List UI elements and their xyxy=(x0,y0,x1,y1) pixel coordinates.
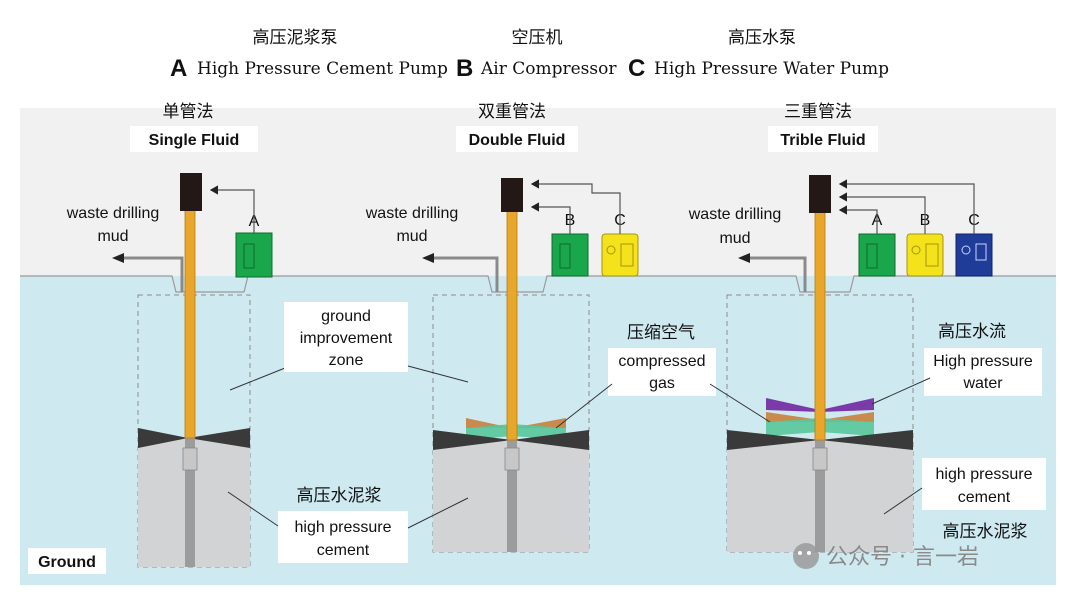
triple-rod-lower xyxy=(815,440,825,552)
wechat-logo-eye-right xyxy=(807,551,811,555)
pump-b-letter: B xyxy=(456,55,473,82)
triple-waste-label-2: mud xyxy=(719,230,750,247)
ground-zone-label-3: zone xyxy=(329,352,364,369)
triple-pump-a-door xyxy=(866,243,878,269)
single-rod-lower xyxy=(185,438,195,567)
triple-pump-b-gauge-icon xyxy=(911,245,921,255)
double-hose-b xyxy=(530,202,571,234)
triple-pump-b-panel xyxy=(925,243,939,267)
double-drill-rod xyxy=(506,204,518,441)
double-rod-lower xyxy=(507,440,517,552)
hp-cement-mid-en-2: cement xyxy=(317,542,370,559)
triple-fluid-panel: A B C waste drilling mud xyxy=(688,175,993,553)
hp-cement-right-callout xyxy=(922,458,1046,510)
single-waste-pipe xyxy=(122,256,184,292)
single-waste-arrow-icon xyxy=(112,253,124,263)
cement-leader-left xyxy=(227,491,279,527)
gas-leader-right xyxy=(709,383,771,423)
wechat-logo-eye-left xyxy=(798,551,802,555)
double-pump-c-gauge-icon xyxy=(606,245,616,255)
compressed-gas-en-1: compressed xyxy=(618,353,705,370)
pump-c-letter: C xyxy=(628,55,645,82)
gas-leader-left xyxy=(555,383,613,429)
triple-hose-a xyxy=(838,205,878,234)
double-method-zh: 双重管法 xyxy=(478,102,546,122)
single-pump-a-door xyxy=(243,243,255,269)
pump-b-en: Air Compressor xyxy=(480,59,617,79)
triple-waste-pipe xyxy=(748,256,807,292)
double-fluid-panel: B C waste drilling mud xyxy=(365,178,639,553)
ground-zone-label-1: ground xyxy=(321,308,371,325)
hp-cement-mid-en-1: high pressure xyxy=(295,519,392,536)
triple-rig-head xyxy=(809,175,831,213)
double-method-en: Double Fluid xyxy=(469,132,566,149)
equipment-legend: 高压泥浆泵 空压机 高压水泵 A High Pressure Cement Pu… xyxy=(170,28,889,82)
double-hose-c xyxy=(530,179,621,234)
double-waste-pipe xyxy=(432,256,499,292)
triple-method-zh: 三重管法 xyxy=(784,102,852,122)
single-rig-head xyxy=(180,173,202,211)
triple-gas-jet-top xyxy=(766,412,874,422)
single-waste-label-2: mud xyxy=(97,228,128,245)
ground-zone-label-2: improvement xyxy=(300,330,393,347)
double-method-label-box xyxy=(456,126,578,152)
watermark-text: 公众号 · 言一岩 xyxy=(826,545,979,570)
triple-waste-arrow-icon xyxy=(738,253,750,263)
triple-pump-c xyxy=(955,233,993,277)
cement-leader-right-panel xyxy=(883,487,923,515)
single-nozzle xyxy=(182,447,198,471)
triple-hose-c xyxy=(838,179,975,234)
double-gas-jet-top xyxy=(466,418,566,428)
triple-method-label-box xyxy=(768,126,878,152)
compressed-gas-zh: 压缩空气 xyxy=(627,323,695,343)
single-fluid-panel: A waste drilling mud xyxy=(66,173,273,568)
single-waste-label-1: waste drilling xyxy=(66,205,159,222)
hp-water-en-1: High pressure xyxy=(933,353,1033,370)
triple-waste-label-1: waste drilling xyxy=(688,206,781,223)
pump-b-zh: 空压机 xyxy=(512,28,563,48)
pump-c-en: High Pressure Water Pump xyxy=(654,59,889,79)
wechat-logo-icon xyxy=(793,543,819,569)
watermark: 公众号 · 言一岩 xyxy=(793,543,979,570)
double-waste-arrow-icon xyxy=(422,253,434,263)
single-method-zh: 单管法 xyxy=(163,102,214,122)
hp-water-en-2: water xyxy=(962,375,1003,392)
pump-a-en: High Pressure Cement Pump xyxy=(197,59,448,79)
ground-label: Ground xyxy=(38,554,96,571)
hp-cement-mid-callout xyxy=(278,511,408,563)
double-waste-label-1: waste drilling xyxy=(365,205,458,222)
single-method-label-box xyxy=(130,126,258,152)
triple-nozzle xyxy=(812,447,828,471)
hp-cement-right-en-2: cement xyxy=(958,489,1011,506)
single-hose-a xyxy=(209,185,255,233)
triple-water-jet xyxy=(766,398,874,412)
hp-water-zh: 高压水流 xyxy=(938,322,1006,342)
triple-hose-b xyxy=(838,192,926,234)
hp-cement-right-zh: 高压水泥浆 xyxy=(943,522,1028,542)
triple-pump-c-gauge-icon xyxy=(961,245,971,255)
pump-c-zh: 高压水泵 xyxy=(728,28,796,48)
compressed-gas-en-2: gas xyxy=(649,375,675,392)
hp-cement-mid-zh: 高压水泥浆 xyxy=(297,486,382,506)
triple-drill-rod xyxy=(814,204,826,441)
ground-zone-callout xyxy=(284,302,408,372)
double-pump-b-door xyxy=(559,243,571,269)
single-drill-rod xyxy=(184,204,196,439)
compressed-gas-callout xyxy=(608,348,716,396)
water-leader xyxy=(871,377,931,405)
hp-water-callout xyxy=(924,348,1042,396)
pump-a-letter: A xyxy=(170,55,187,82)
single-method-en: Single Fluid xyxy=(149,132,240,149)
hp-cement-right-en-1: high pressure xyxy=(936,466,1033,483)
cement-leader-right xyxy=(407,497,469,529)
double-nozzle xyxy=(504,447,520,471)
pump-a-zh: 高压泥浆泵 xyxy=(253,28,338,48)
double-rig-head xyxy=(501,178,523,212)
double-pump-c-panel xyxy=(620,243,634,267)
triple-method-en: Trible Fluid xyxy=(780,132,865,149)
triple-pump-c-panel xyxy=(975,243,987,261)
double-waste-label-2: mud xyxy=(396,228,427,245)
ground-label-box xyxy=(28,548,106,574)
